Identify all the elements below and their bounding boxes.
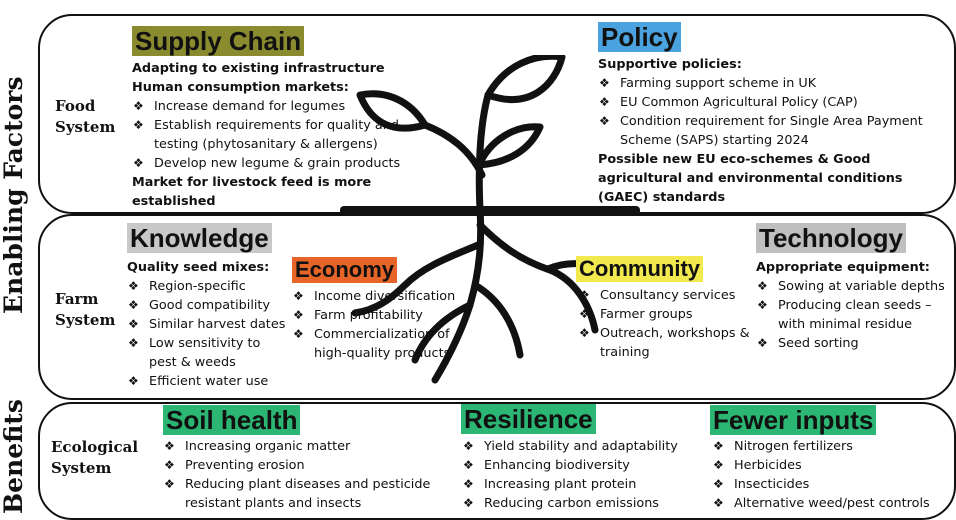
policy-heading: Policy — [598, 22, 681, 52]
list-item: EU Common Agricultural Policy (CAP) — [598, 93, 943, 112]
technology-content: Appropriate equipment: Sowing at variabl… — [756, 258, 946, 353]
list-item: Seed sorting — [756, 334, 946, 353]
list-item: Good compatibility — [127, 296, 292, 315]
list-item: Farm profitability — [292, 306, 462, 325]
list-item: Enhancing biodiversity — [462, 456, 697, 475]
list-item: Increase demand for legumes — [132, 97, 422, 116]
policy-tail: Possible new EU eco-schemes & Good agric… — [598, 152, 903, 205]
soil-health-content: Increasing organic matter Preventing ero… — [163, 437, 448, 513]
economy-content: Income diversification Farm profitabilit… — [292, 287, 462, 363]
list-item: Region-specific — [127, 277, 292, 296]
supply-chain-heading: Supply Chain — [132, 26, 305, 56]
resilience-heading: Resilience — [461, 404, 596, 434]
list-item: Nitrogen fertilizers — [712, 437, 947, 456]
knowledge-content: Quality seed mixes: Region-specific Good… — [127, 258, 292, 391]
soil-health-heading: Soil health — [163, 405, 301, 435]
list-item: Reducing carbon emissions — [462, 494, 697, 513]
farm-system-label: Farm System — [55, 290, 116, 329]
list-item: Increasing organic matter — [163, 437, 448, 456]
list-item: Income diversification — [292, 287, 462, 306]
fewer-inputs-content: Nitrogen fertilizers Herbicides Insectic… — [712, 437, 947, 513]
list-item: Sowing at variable depths — [756, 277, 946, 296]
list-item: Alternative weed/pest controls — [712, 494, 947, 513]
fewer-inputs-heading: Fewer inputs — [710, 405, 877, 435]
supply-chain-lead: Adapting to existing infrastructure — [132, 61, 385, 76]
list-item: Outreach, workshops & training — [578, 324, 753, 362]
food-system-label: Food System — [55, 97, 116, 136]
list-item: Farming support scheme in UK — [598, 74, 943, 93]
list-item: Producing clean seeds – with minimal res… — [756, 296, 946, 334]
policy-content: Supportive policies: Farming support sch… — [598, 55, 943, 207]
list-item: Consultancy services — [578, 286, 753, 305]
list-item: Similar harvest dates — [127, 315, 292, 334]
benefits-label: Benefits — [0, 399, 28, 514]
technology-sub: Appropriate equipment: — [756, 260, 930, 275]
enabling-factors-label: Enabling Factors — [0, 76, 28, 314]
list-item: Reducing plant diseases and pesticide re… — [163, 475, 448, 513]
supply-chain-tail: Market for livestock feed is more establ… — [132, 175, 372, 209]
ecological-system-label: Ecological System — [51, 438, 139, 477]
knowledge-sub: Quality seed mixes: — [127, 260, 270, 275]
list-item: Efficient water use — [127, 372, 292, 391]
list-item: Farmer groups — [578, 305, 753, 324]
list-item: Preventing erosion — [163, 456, 448, 475]
economy-heading: Economy — [292, 257, 398, 283]
supply-chain-content: Adapting to existing infrastructure Huma… — [132, 59, 422, 211]
list-item: Insecticides — [712, 475, 947, 494]
community-content: Consultancy services Farmer groups Outre… — [578, 286, 753, 362]
technology-heading: Technology — [756, 223, 906, 253]
knowledge-heading: Knowledge — [127, 223, 272, 253]
list-item: Establish requirements for quality and t… — [132, 116, 422, 154]
list-item: Low sensitivity to pest & weeds — [127, 334, 292, 372]
policy-sub: Supportive policies: — [598, 57, 742, 72]
list-item: Herbicides — [712, 456, 947, 475]
list-item: Develop new legume & grain products — [132, 154, 422, 173]
community-heading: Community — [576, 256, 703, 282]
list-item: Condition requirement for Single Area Pa… — [598, 112, 943, 150]
list-item: Yield stability and adaptability — [462, 437, 697, 456]
list-item: Increasing plant protein — [462, 475, 697, 494]
supply-chain-sub: Human consumption markets: — [132, 80, 349, 95]
resilience-content: Yield stability and adaptability Enhanci… — [462, 437, 697, 513]
list-item: Commercialization of high-quality produc… — [292, 325, 462, 363]
